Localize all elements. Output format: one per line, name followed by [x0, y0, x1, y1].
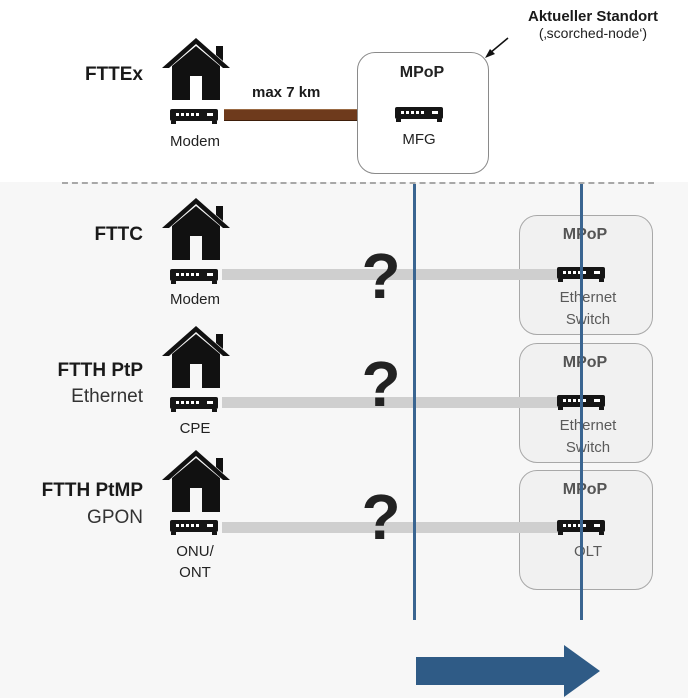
ftth-ptp-sublabel: Ethernet	[71, 386, 143, 407]
fttc-mpop-device-line2: Switch	[565, 311, 611, 328]
fttex-cpe-label: Modem	[169, 133, 221, 150]
vertical-line-right	[580, 184, 583, 620]
fttex-mpop-box	[357, 52, 489, 174]
arrow-pointer-icon	[485, 37, 509, 58]
ftth-ptmp-unknown-question-mark: ?	[361, 481, 401, 553]
cpe-device-icon	[167, 397, 221, 412]
ftth-ptmp-mpop-device-label: OLT	[573, 543, 603, 560]
ftth-ptp-cpe-label: CPE	[179, 420, 211, 437]
mfg-device-icon	[392, 107, 446, 122]
ftth-ptp-label: FTTH PtP	[57, 360, 144, 381]
ftth-ptp-fiber-cable	[222, 397, 558, 408]
house-icon	[160, 36, 232, 102]
fttex-mpop-device-label: MFG	[402, 131, 436, 148]
dashed-divider	[62, 182, 654, 184]
ftth-ptp-mpop-device-line1: Ethernet	[559, 417, 617, 434]
ftth-ptp-mpop-title: MPoP	[562, 354, 608, 371]
fttc-mpop-device-line1: Ethernet	[559, 289, 617, 306]
ftth-ptmp-fiber-cable	[222, 522, 558, 533]
ftth-ptmp-cpe-line1: ONU/	[176, 543, 214, 560]
house-icon	[160, 448, 232, 514]
vertical-line-left	[413, 184, 416, 620]
modem-device-icon	[167, 109, 221, 124]
fttc-label: FTTC	[94, 224, 143, 245]
ftth-ptmp-mpop-title: MPoP	[562, 481, 608, 498]
fttex-label: FTTEx	[84, 64, 143, 85]
ftth-ptp-mpop-device-line2: Switch	[565, 439, 611, 456]
fttc-mpop-title: MPoP	[562, 226, 608, 243]
ftth-ptmp-sublabel: GPON	[87, 507, 143, 528]
fttc-unknown-question-mark: ?	[361, 240, 401, 312]
fttex-mpop-title: MPoP	[399, 64, 445, 81]
house-icon	[160, 196, 232, 262]
house-icon	[160, 324, 232, 390]
current-location-title: Aktueller Standort	[527, 8, 659, 25]
ftth-ptp-unknown-question-mark: ?	[361, 348, 401, 420]
current-location-annotation: Aktueller Standort (‚scorched-node‘)	[500, 8, 686, 41]
ftth-ptmp-label: FTTH PtMP	[41, 480, 143, 501]
modem-device-icon	[167, 269, 221, 284]
right-arrow-icon	[416, 645, 600, 697]
cable-length-label: max 7 km	[252, 84, 321, 101]
fttc-fiber-cable	[222, 269, 558, 280]
current-location-subtitle: (‚scorched-node‘)	[538, 25, 648, 41]
ftth-ptmp-cpe-line2: ONT	[179, 564, 211, 581]
copper-cable	[224, 109, 390, 121]
fttc-cpe-label: Modem	[169, 291, 221, 308]
onu-ont-device-icon	[167, 520, 221, 535]
